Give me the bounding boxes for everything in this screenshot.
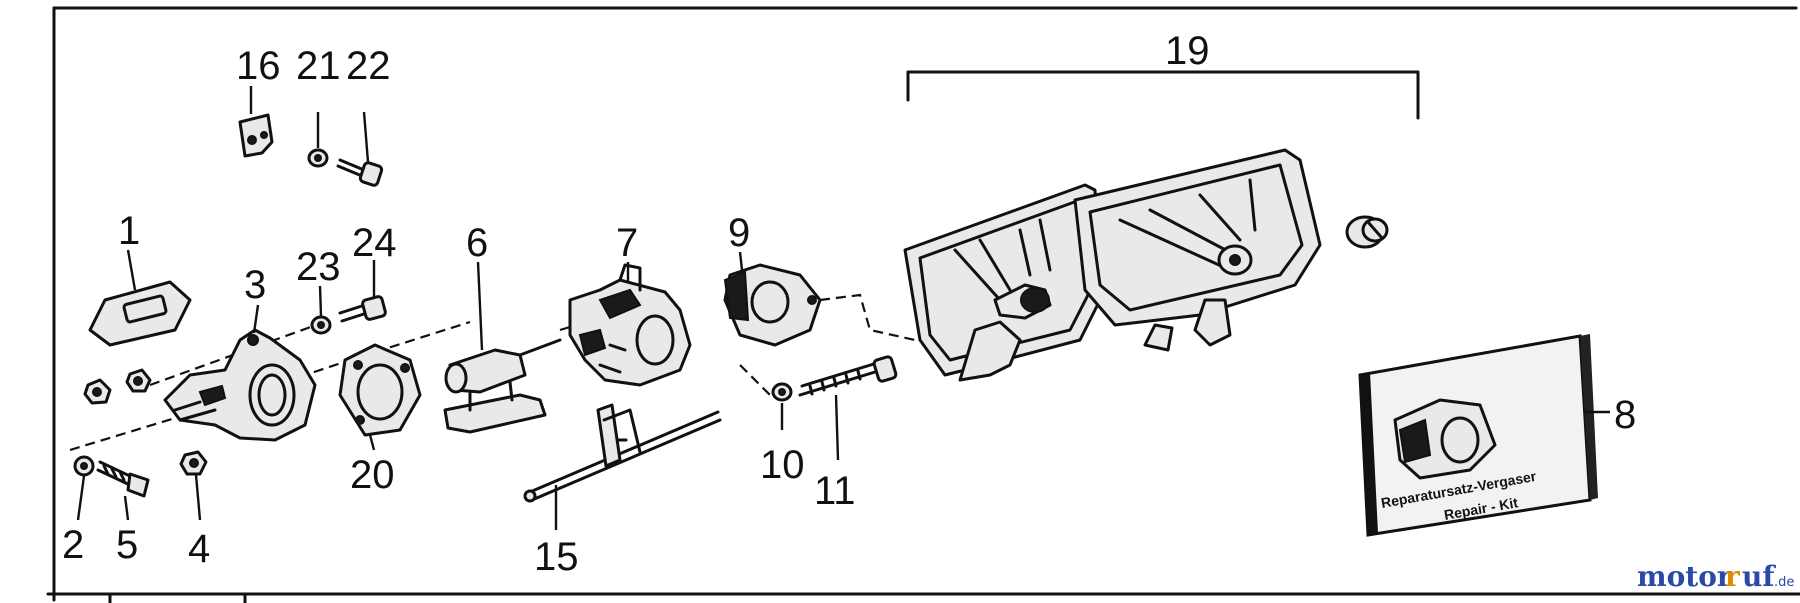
part-22-screw — [336, 158, 384, 187]
part-2-washer — [73, 455, 95, 477]
part-11-bolt — [798, 355, 898, 397]
label-16: 20 — [350, 453, 395, 497]
nuts-pair — [83, 368, 152, 405]
part-23-washer — [310, 315, 332, 335]
label-8: 8 — [1614, 393, 1636, 437]
label-20: 16 — [236, 44, 281, 88]
label-10: 10 — [760, 443, 805, 487]
part-24-screw — [338, 295, 387, 323]
label-15: 15 — [534, 535, 579, 579]
watermark-brand-r: r — [1725, 560, 1741, 593]
label-9: 9 — [728, 211, 750, 255]
part-21-nut — [307, 148, 329, 168]
label-11: 11 — [814, 469, 856, 513]
part-number-labels: 16 21 22 1 3 23 24 6 7 9 19 20 10 11 15 … — [62, 29, 1636, 579]
label-1: 1 — [118, 209, 140, 253]
label-21: 21 — [296, 44, 341, 88]
part-4-nut — [179, 450, 208, 476]
air-filter-knob — [1345, 215, 1389, 249]
label-24: 24 — [352, 221, 397, 265]
watermark-logo: motor r uf .de — [1637, 560, 1794, 593]
watermark-tld: .de — [1774, 575, 1794, 590]
label-3: 3 — [244, 263, 266, 307]
kit-box-carburetor-image — [1393, 398, 1497, 480]
part-8-repair-kit-box: Reparatursatz-Vergaser Repair - Kit — [1358, 334, 1598, 537]
part-3-housing — [163, 328, 317, 442]
part-1-gasket — [88, 280, 192, 347]
part-10-washer — [771, 382, 793, 402]
part-16-flange-gasket — [338, 343, 422, 437]
label-23: 23 — [296, 245, 341, 289]
watermark-brand-b: uf — [1742, 560, 1776, 593]
page-frame — [46, 6, 1800, 603]
label-7: 7 — [616, 221, 638, 265]
label-4: 4 — [188, 527, 210, 571]
label-2: 2 — [62, 523, 84, 567]
part-7-carburetor — [568, 263, 692, 387]
label-22: 22 — [346, 44, 391, 88]
leader-lines — [76, 86, 1610, 530]
part-20-bracket — [238, 113, 274, 158]
label-6: 6 — [466, 221, 488, 265]
part-15-throttle-shaft — [523, 403, 722, 503]
part-19-air-filter — [903, 70, 1420, 382]
label-5: 5 — [116, 523, 138, 567]
part-9-plate — [723, 263, 822, 347]
watermark-brand-a: motor — [1637, 560, 1733, 593]
label-19: 19 — [1165, 29, 1210, 73]
part-6-intake-connector — [443, 338, 562, 434]
part-5-screw — [96, 460, 150, 498]
